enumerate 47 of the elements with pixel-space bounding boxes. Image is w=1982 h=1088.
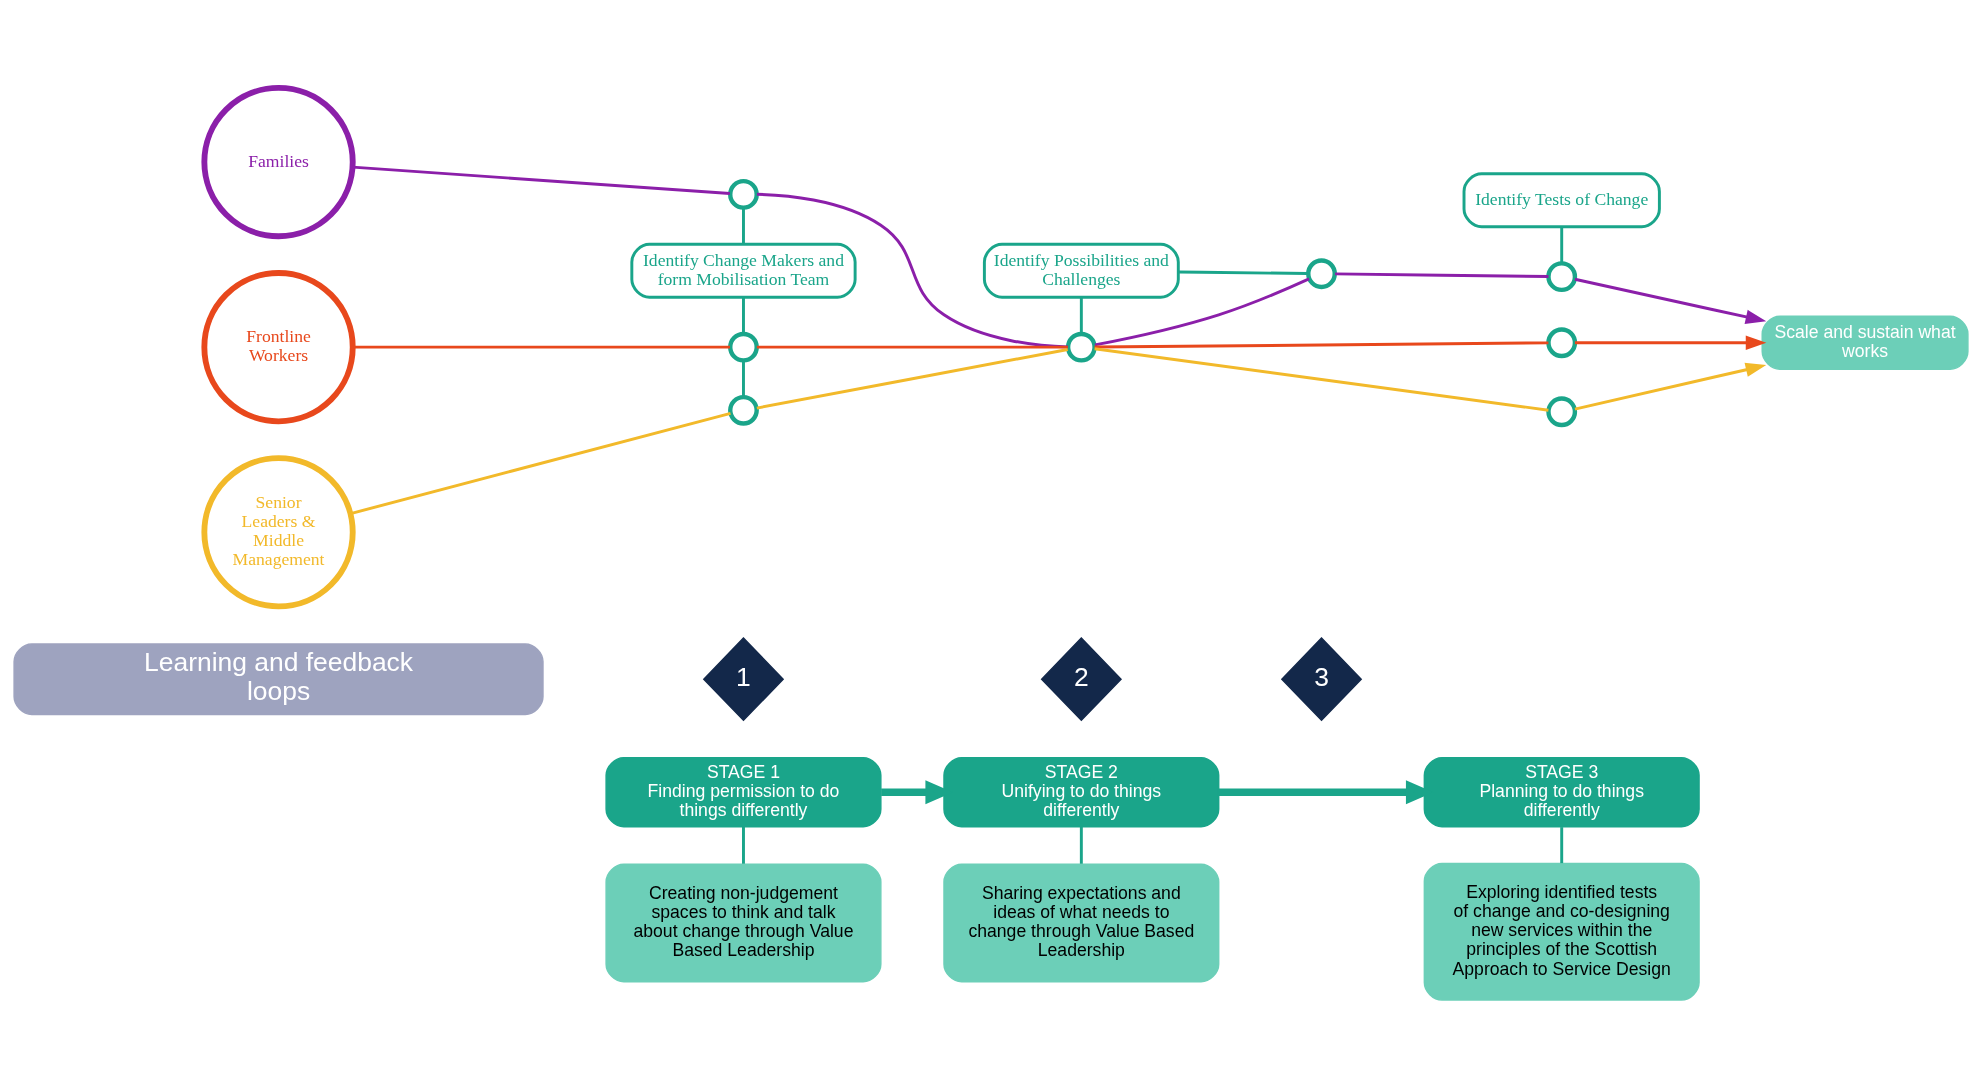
arrow [1574, 335, 1767, 350]
connector [1094, 341, 1549, 349]
connector [756, 192, 1068, 349]
connector [352, 165, 730, 195]
node-circle [728, 331, 759, 363]
node-box: Identify Tests of Change [1462, 172, 1661, 229]
connector [1094, 277, 1310, 347]
connector [1094, 347, 1549, 412]
node-circle [1306, 258, 1337, 290]
node-circle [728, 178, 759, 210]
connector [742, 826, 745, 864]
arrow [1574, 362, 1767, 411]
connector [756, 348, 1068, 410]
connector [1079, 297, 1083, 334]
node-circle [1546, 396, 1578, 428]
node-circle [1065, 331, 1097, 363]
node-diamond: 3 [1280, 636, 1363, 722]
node-box: STAGE 1 Finding permission to do things differently [605, 757, 882, 828]
connector [1560, 227, 1564, 263]
node-circle [728, 394, 759, 426]
connector [742, 360, 745, 397]
node-circle: Families [201, 84, 356, 240]
connector [353, 345, 730, 349]
node-diamond: 1 [702, 636, 785, 722]
connector [1079, 826, 1083, 864]
connector [1560, 827, 1564, 864]
connector [742, 297, 745, 334]
node-box: STAGE 2 Unifying to do things differently [943, 757, 1220, 828]
node-box: Creating non-judgement spaces to think and talk about change through Value Based Leadership [605, 863, 882, 983]
node-box: Learning and feedback loops [13, 643, 544, 716]
node-box: STAGE 3 Planning to do things differently [1423, 757, 1700, 828]
node-circle: Senior Leaders & Middle Management [201, 455, 356, 610]
node-box: Sharing expectations and ideas of what needs to change through Value Based Leadership [943, 863, 1220, 983]
node-box: Scale and sustain what works [1761, 315, 1969, 370]
node-circle [1546, 327, 1578, 359]
node-box: Exploring identified tests of change and co-designing new services within the principles of the Scottish Approach to Service Design [1423, 862, 1700, 1001]
node-diamond: 2 [1040, 636, 1123, 722]
connector [756, 345, 1068, 349]
connector [350, 411, 731, 515]
connector [1335, 272, 1549, 278]
node-circle: Frontline Workers [201, 270, 356, 425]
node-box: Identify Change Makers and form Mobilisation Team [630, 242, 857, 299]
connector [1178, 270, 1308, 276]
arrow [1574, 277, 1767, 324]
node-box: Identify Possibilities and Challenges [982, 242, 1180, 299]
node-circle [1546, 261, 1578, 293]
connector [742, 207, 745, 244]
